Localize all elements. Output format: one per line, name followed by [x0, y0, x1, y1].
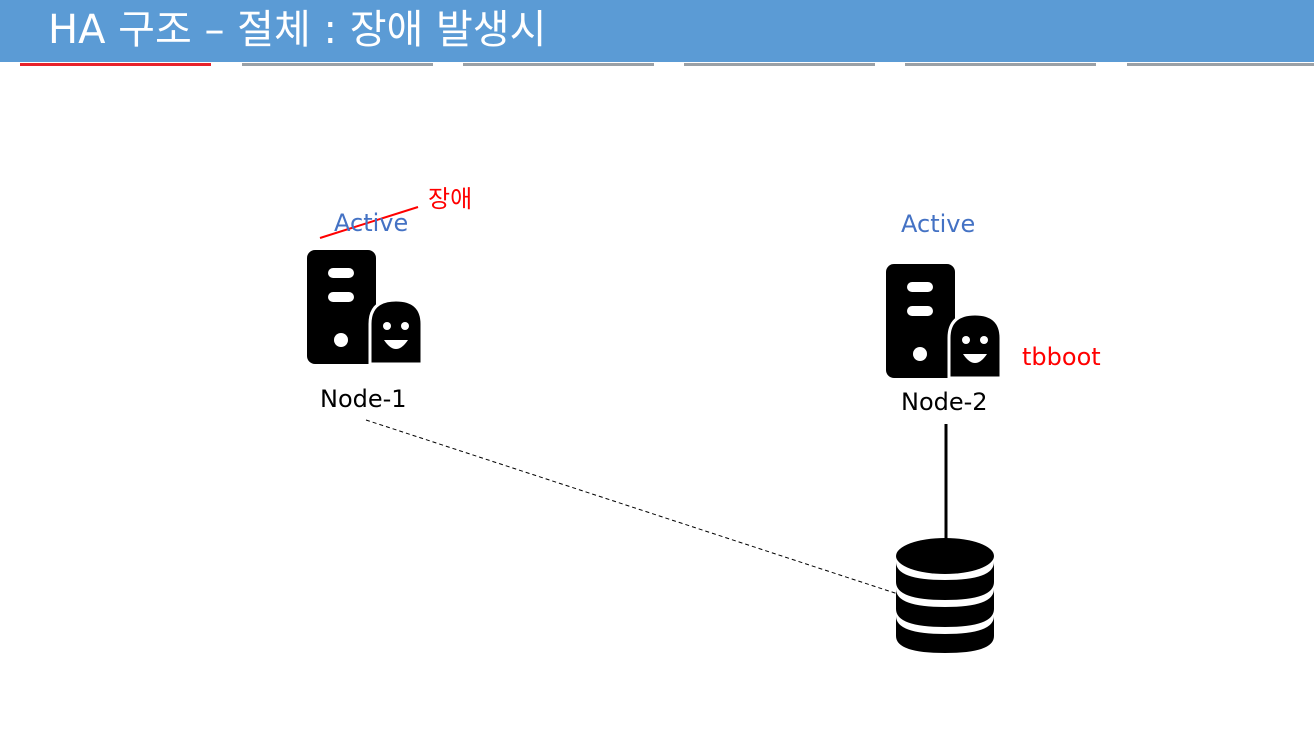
server-with-user-icon	[886, 264, 1003, 380]
title-bar: HA 구조 – 절체 : 장애 발생시	[0, 0, 1314, 62]
node2-name: Node-2	[901, 388, 988, 416]
tab-indicator-3[interactable]	[463, 63, 654, 66]
tab-indicator-6[interactable]	[1127, 63, 1314, 66]
node2-status: Active	[901, 210, 976, 238]
tab-indicator-4[interactable]	[684, 63, 875, 66]
database-icon	[896, 538, 994, 653]
tab-indicator-1[interactable]	[20, 63, 211, 66]
fault-strike-line	[319, 206, 419, 239]
tab-indicator-5[interactable]	[905, 63, 1096, 66]
node1-status: Active	[334, 209, 409, 237]
dashed-link-node1-database	[365, 419, 899, 595]
node2-process-label: tbboot	[1022, 343, 1101, 371]
node1-fault-label: 장애	[428, 185, 473, 213]
slide-title: HA 구조 – 절체 : 장애 발생시	[48, 7, 547, 53]
node1-name: Node-1	[320, 385, 407, 413]
tab-indicator-2[interactable]	[242, 63, 433, 66]
server-with-user-icon	[307, 250, 424, 366]
